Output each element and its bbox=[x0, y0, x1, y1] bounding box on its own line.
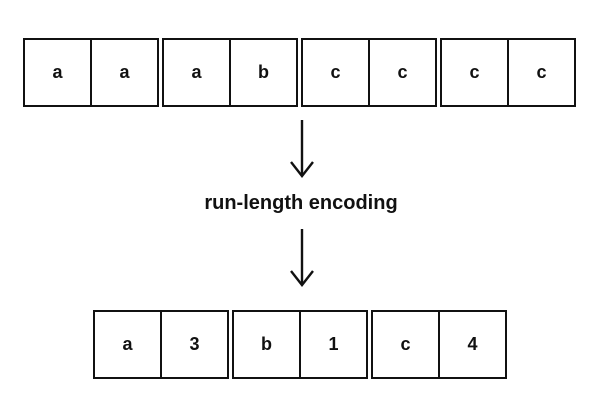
input-cell-group: a b bbox=[162, 38, 298, 107]
output-cell: 3 bbox=[160, 312, 227, 377]
output-cell-group: b 1 bbox=[232, 310, 368, 379]
output-sequence-row: a 3 b 1 c 4 bbox=[93, 310, 507, 379]
input-cell: c bbox=[303, 40, 368, 105]
down-arrow-icon bbox=[290, 120, 314, 178]
input-cell: a bbox=[164, 40, 229, 105]
input-cell: a bbox=[25, 40, 90, 105]
diagram-title: run-length encoding bbox=[204, 192, 398, 214]
input-cell: a bbox=[90, 40, 157, 105]
input-cell-group: c c bbox=[440, 38, 576, 107]
output-cell: 4 bbox=[438, 312, 505, 377]
input-cell: c bbox=[368, 40, 435, 105]
output-cell: 1 bbox=[299, 312, 366, 377]
input-sequence-row: a a a b c c c c bbox=[23, 38, 576, 107]
output-cell: c bbox=[373, 312, 438, 377]
down-arrow-icon bbox=[290, 229, 314, 287]
input-cell: c bbox=[442, 40, 507, 105]
output-cell-group: c 4 bbox=[371, 310, 507, 379]
input-cell-group: c c bbox=[301, 38, 437, 107]
output-cell: b bbox=[234, 312, 299, 377]
input-cell-group: a a bbox=[23, 38, 159, 107]
output-cell-group: a 3 bbox=[93, 310, 229, 379]
output-cell: a bbox=[95, 312, 160, 377]
input-cell: c bbox=[507, 40, 574, 105]
input-cell: b bbox=[229, 40, 296, 105]
